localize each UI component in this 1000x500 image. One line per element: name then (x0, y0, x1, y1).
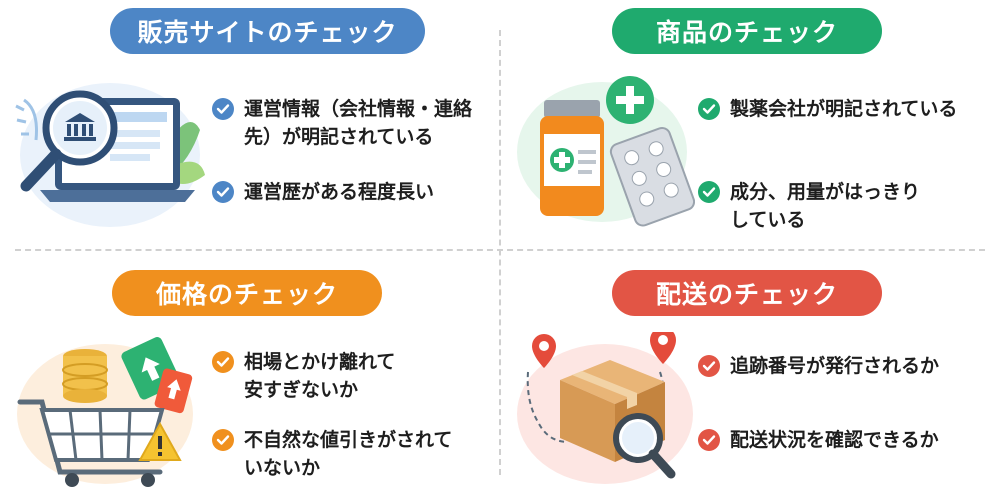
product-check-title: 商品のチェック (612, 8, 882, 54)
medicine-illustration (510, 72, 696, 232)
site-check-item-text: 運営歴がある程度長い (244, 181, 435, 203)
delivery-check-item-text: 追跡番号が発行されるか (730, 355, 940, 377)
check-icon (212, 351, 234, 373)
price-check-title: 価格のチェック (112, 270, 382, 316)
check-icon (212, 98, 234, 120)
price-check-section: 価格のチェック (0, 250, 500, 500)
product-check-item-text: 成分、用量がはっきり している (730, 181, 921, 231)
check-icon (698, 355, 720, 377)
check-icon (698, 181, 720, 203)
site-check-item: 運営情報（会社情報・連絡 先）が明記されている (212, 95, 472, 151)
check-icon (212, 429, 234, 451)
site-check-section: 販売サイトのチェック (0, 0, 500, 250)
delivery-check-section: 配送のチェック 追跡番号が発行されるか 配送状況を確認できるか (500, 250, 1000, 500)
delivery-check-item: 配送状況を確認できるか (698, 426, 939, 454)
price-check-item: 不自然な値引きがされて いないか (212, 426, 452, 482)
product-check-item: 製薬会社が明記されている (698, 95, 957, 123)
site-check-title: 販売サイトのチェック (110, 8, 425, 54)
product-check-section: 商品のチェック (500, 0, 1000, 250)
price-check-item: 相場とかけ離れて 安すぎないか (212, 348, 395, 404)
package-tracking-illustration (510, 327, 700, 492)
price-check-item-text: 不自然な値引きがされて いないか (244, 429, 453, 479)
site-check-item-text: 運営情報（会社情報・連絡 先）が明記されている (244, 98, 473, 148)
check-icon (212, 181, 234, 203)
shopping-cart-illustration (10, 332, 200, 492)
delivery-check-item-text: 配送状況を確認できるか (730, 429, 939, 451)
product-check-item: 成分、用量がはっきり している (698, 178, 920, 234)
check-icon (698, 98, 720, 120)
delivery-check-item: 追跡番号が発行されるか (698, 352, 939, 380)
vertical-divider (499, 30, 501, 475)
check-icon (698, 429, 720, 451)
price-check-item-text: 相場とかけ離れて 安すぎないか (244, 351, 396, 401)
delivery-check-title: 配送のチェック (612, 270, 882, 316)
product-check-item-text: 製薬会社が明記されている (730, 98, 958, 120)
horizontal-divider (15, 249, 985, 251)
laptop-magnifier-illustration (10, 70, 210, 230)
site-check-item: 運営歴がある程度長い (212, 178, 434, 206)
